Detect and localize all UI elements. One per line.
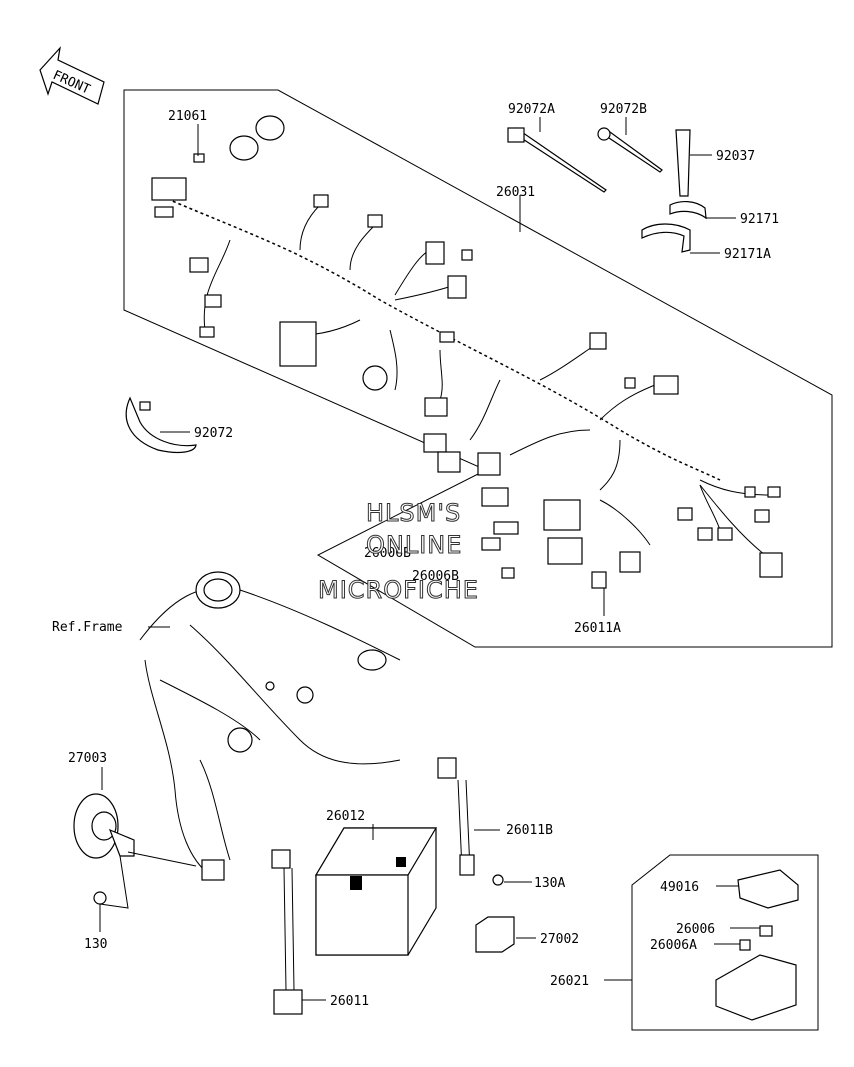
label-92072b: 92072B [600,102,647,117]
label-26006a: 26006A [650,938,697,953]
label-26006b-2: 26006B [412,569,459,584]
connector-26011a-icon [591,571,607,589]
main-harness [168,197,771,556]
relay-icon [475,916,515,953]
fuse-box-icon [715,869,799,1021]
label-130: 130 [84,937,107,952]
harness-panel-outline [123,89,833,648]
label-26006: 26006 [676,922,715,937]
fuse-box-panel-outline [631,854,819,1031]
label-26011: 26011 [330,994,369,1009]
label-26006b-1: 26006B [364,546,411,561]
frame-illustration [139,571,401,881]
label-49016: 49016 [660,880,699,895]
front-arrow-icon: FRONT [39,46,105,105]
label-ref-frame: Ref.Frame [52,620,123,635]
label-26012: 26012 [326,809,365,824]
label-26011b: 26011B [506,823,553,838]
label-26011a: 26011A [574,621,621,636]
harness-connectors [151,115,783,578]
label-27002: 27002 [540,932,579,947]
watermark-line-2: ONLINE [366,531,462,559]
battery-cables [271,757,504,1015]
label-130a: 130A [534,876,565,891]
watermark-line-3: MICROFICHE [318,576,479,604]
label-26021: 26021 [550,974,589,989]
label-92072: 92072 [194,426,233,441]
horn-icon [73,793,135,905]
label-92171: 92171 [740,212,779,227]
label-92037: 92037 [716,149,755,164]
label-92171a: 92171A [724,247,771,262]
label-27003: 27003 [68,751,107,766]
leader-lines [99,117,760,1001]
battery-icon [314,827,438,956]
fuse-26006b-icon [501,567,515,579]
watermark-line-1: HLSM'S [366,499,461,527]
label-92072a: 92072A [508,102,555,117]
label-21061: 21061 [168,109,207,124]
label-26031: 26031 [496,185,535,200]
